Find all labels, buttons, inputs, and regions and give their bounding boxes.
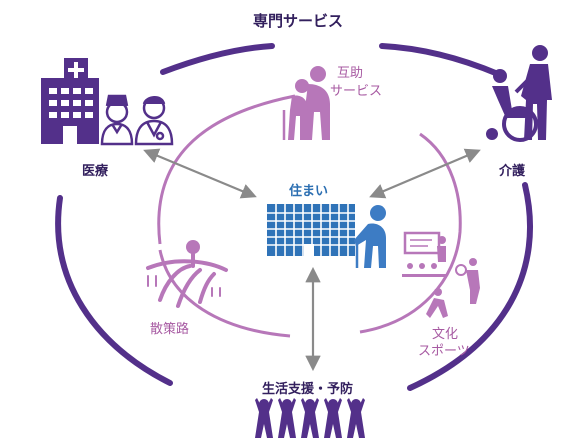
elderly-cane-icon — [354, 205, 386, 268]
label-medical: 医療 — [82, 164, 109, 179]
label-culture-line1: 文化 — [432, 327, 459, 342]
label-mutual-aid-line1: 互助 — [337, 66, 364, 81]
hospital-icon — [41, 58, 99, 144]
label-housing: 住まい — [289, 184, 329, 199]
culture-sports-icon — [402, 231, 480, 318]
diagram-title: 専門サービス — [253, 12, 344, 30]
label-walkway: 散策路 — [150, 322, 190, 337]
arrow-care-housing — [369, 148, 481, 199]
elderly-couple-icon — [282, 66, 330, 140]
arrow-medical-housing — [143, 148, 257, 199]
label-culture-line2: スポーツ — [418, 344, 470, 359]
doctor-icon — [134, 96, 174, 146]
label-mutual-aid-line2: サービス — [330, 84, 383, 99]
building-icon — [267, 204, 355, 256]
connection-arrows — [143, 148, 481, 372]
outer-ring — [55, 43, 534, 391]
nurse-icon — [100, 94, 134, 146]
wheelchair-caregiver-icon — [486, 45, 552, 142]
group-people-icon — [255, 398, 365, 438]
label-prevention: 生活支援・予防 — [262, 382, 354, 397]
label-care: 介護 — [499, 164, 526, 179]
walkway-icon — [146, 240, 228, 308]
